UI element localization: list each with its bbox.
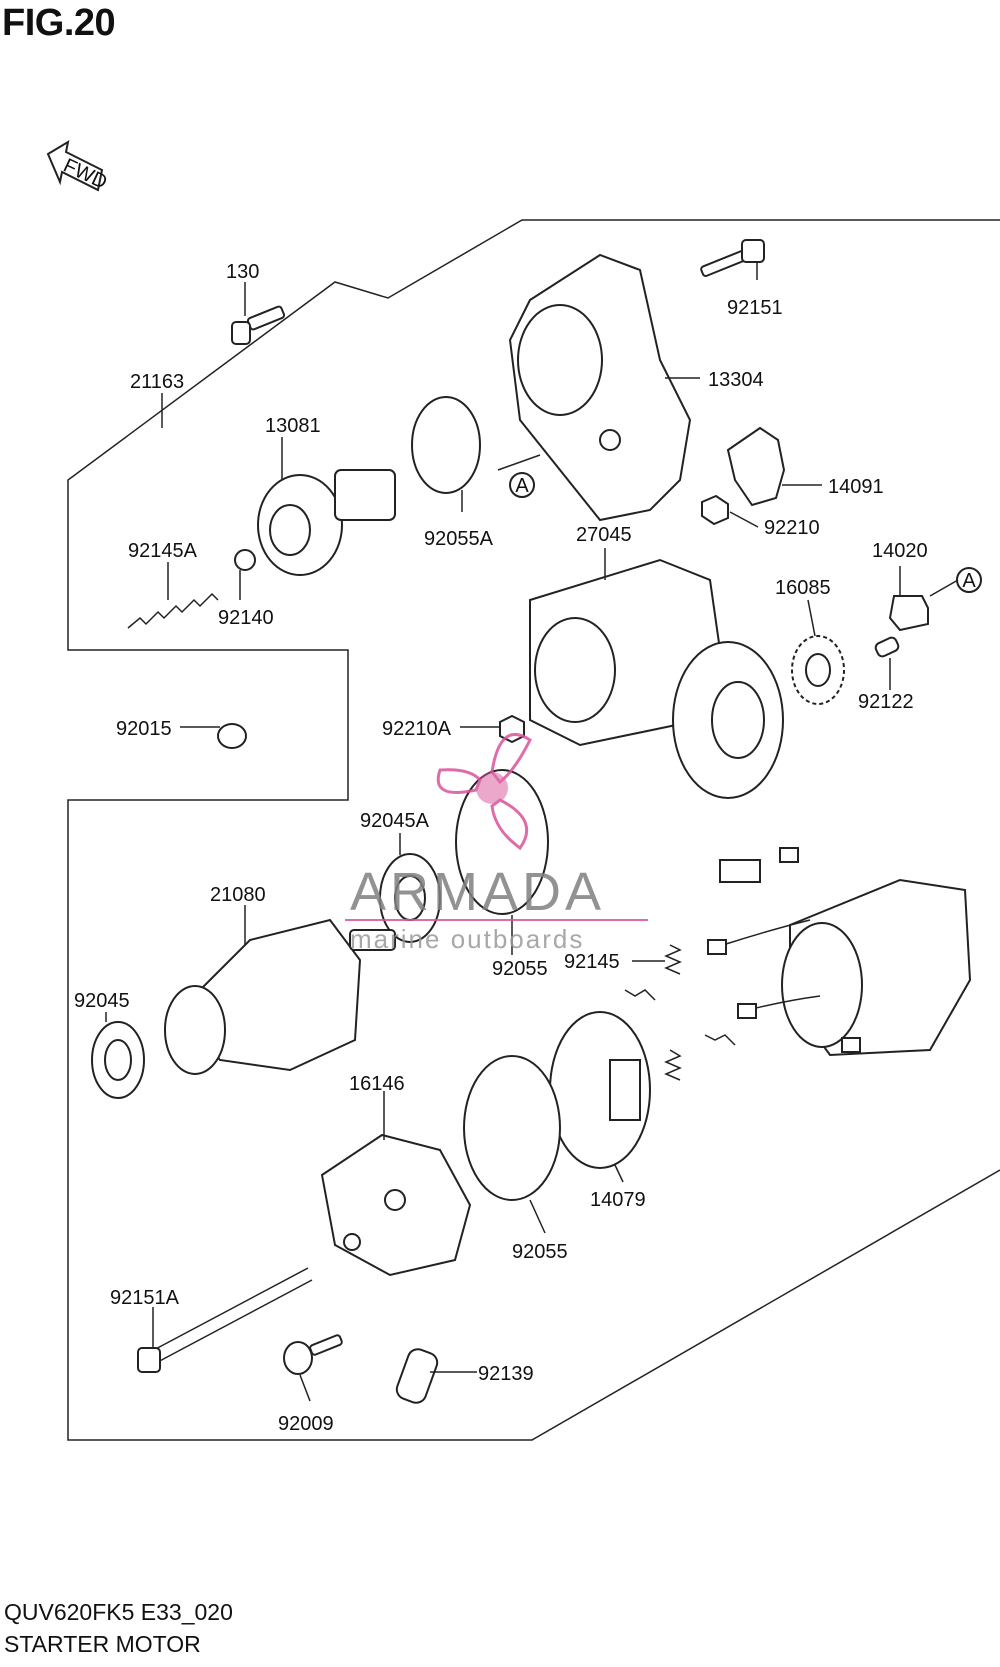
part-92015-cap [217, 723, 247, 749]
label-92210: 92210 [764, 517, 820, 539]
part-92139-cap [395, 1348, 439, 1404]
propeller-logo-icon [436, 733, 532, 851]
label-14091: 14091 [828, 476, 884, 498]
label-21080: 21080 [210, 884, 266, 906]
part-92045-bearing [91, 1021, 145, 1099]
label-16146: 16146 [349, 1073, 405, 1095]
label-92045a: 92045A [360, 810, 430, 832]
svg-text:A: A [515, 475, 529, 497]
label-13304: 13304 [708, 369, 764, 391]
watermark-tagline: marine outboards [350, 924, 584, 954]
part-13304-housing [508, 253, 692, 522]
part-92145-springs [624, 944, 736, 1081]
part-14020-retainer [888, 595, 929, 632]
part-92122-pin [874, 636, 900, 658]
label-21163: 21163 [130, 371, 184, 393]
label-13081: 13081 [265, 415, 321, 437]
part-92140-ball [234, 549, 256, 571]
label-92140: 92140 [218, 607, 274, 629]
fwd-arrow-icon: FWD [46, 139, 110, 194]
part-92151a-bolt [137, 1267, 313, 1373]
label-92045: 92045 [74, 990, 130, 1012]
part-92055a-o-ring [411, 396, 481, 494]
part-92145a-spring [127, 592, 219, 629]
label-92055-lower: 92055 [512, 1241, 568, 1263]
label-92015: 92015 [116, 718, 172, 740]
label-92151a: 92151A [110, 1287, 180, 1309]
part-13081-clutch [257, 469, 396, 576]
label-92139: 92139 [478, 1363, 534, 1385]
figure-title: FIG.20 [2, 2, 116, 44]
part-yoke [781, 878, 972, 1057]
figure-name: STARTER MOTOR [4, 1631, 201, 1657]
part-92151-bolt [700, 239, 765, 277]
label-92145a: 92145A [128, 540, 198, 562]
part-92210-nut [701, 494, 729, 526]
part-21080-armature [164, 918, 396, 1075]
watermark-brand: ARMADA [350, 862, 605, 922]
reference-a-marker-left: A [509, 472, 535, 498]
assembly-frame-upper [67, 219, 1000, 1441]
reference-a-marker-right: A [956, 567, 982, 593]
label-14020: 14020 [872, 540, 928, 562]
leader-lines [105, 262, 959, 1402]
label-27045: 27045 [576, 524, 632, 546]
part-14079-brush-holder [549, 1011, 651, 1169]
svg-text:A: A [962, 570, 976, 592]
label-92210a: 92210A [382, 718, 452, 740]
part-92055-o-ring-lower [463, 1055, 561, 1201]
label-130: 130 [226, 261, 259, 283]
armada-watermark: ARMADA marine outboards [345, 733, 648, 954]
figure-footer: QUV620FK5 E33_020 STARTER MOTOR [4, 1596, 233, 1660]
part-drive-end-frame [672, 641, 784, 799]
figure-code: QUV620FK5 E33_020 [4, 1599, 233, 1625]
label-92055-upper: 92055 [492, 958, 548, 980]
label-92009: 92009 [278, 1413, 334, 1435]
label-92122: 92122 [858, 691, 914, 713]
label-92055a: 92055A [424, 528, 494, 550]
part-92009-screw [283, 1334, 343, 1375]
exploded-parts-diagram: FWD [46, 139, 1000, 1441]
label-92151: 92151 [727, 297, 783, 319]
label-92145: 92145 [564, 951, 620, 973]
part-92055-o-ring-upper [455, 769, 549, 915]
part-130-bolt [231, 305, 286, 345]
part-labels: 130 21163 13081 92145A 92140 92055A 9215… [74, 261, 928, 1435]
part-16146-end-cover [320, 1133, 472, 1277]
part-brushes [707, 847, 861, 1053]
label-14079: 14079 [590, 1189, 646, 1211]
part-16085-gear [791, 635, 845, 705]
label-16085: 16085 [775, 577, 831, 599]
part-14091-boot [726, 426, 786, 507]
